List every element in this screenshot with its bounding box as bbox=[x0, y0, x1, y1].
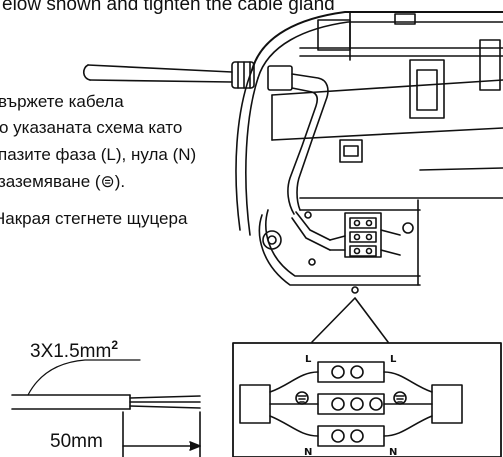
zoom-origin bbox=[351, 286, 359, 294]
zoom-leader bbox=[311, 297, 389, 343]
instruction-line-2: о указаната схема като bbox=[0, 118, 183, 137]
fixture-housing bbox=[235, 11, 503, 286]
instruction-line-1: вържете кабела bbox=[0, 92, 124, 111]
neutral-label-left: N bbox=[304, 447, 312, 457]
strip-length-label: 50mm bbox=[50, 431, 103, 452]
instruction-header: elow shown and tighten the cable gland bbox=[2, 0, 335, 15]
instruction-line-3: пазите фаза (L), нула (N) bbox=[0, 145, 197, 164]
terminal-zoom-box bbox=[232, 342, 502, 457]
phase-label-right: L bbox=[390, 354, 397, 365]
fixture-terminal-block bbox=[329, 212, 401, 258]
instruction-line-4: заземяване (⊜). bbox=[0, 172, 126, 191]
phase-label-left: L bbox=[305, 354, 312, 365]
cable-into-gland bbox=[82, 61, 331, 251]
instruction-line-5: Накрая стегнете щуцера bbox=[0, 209, 188, 228]
stripped-cable bbox=[11, 359, 201, 457]
cable-spec-label: 3X1.5mm2 bbox=[30, 338, 118, 362]
neutral-label-right: N bbox=[389, 447, 397, 457]
